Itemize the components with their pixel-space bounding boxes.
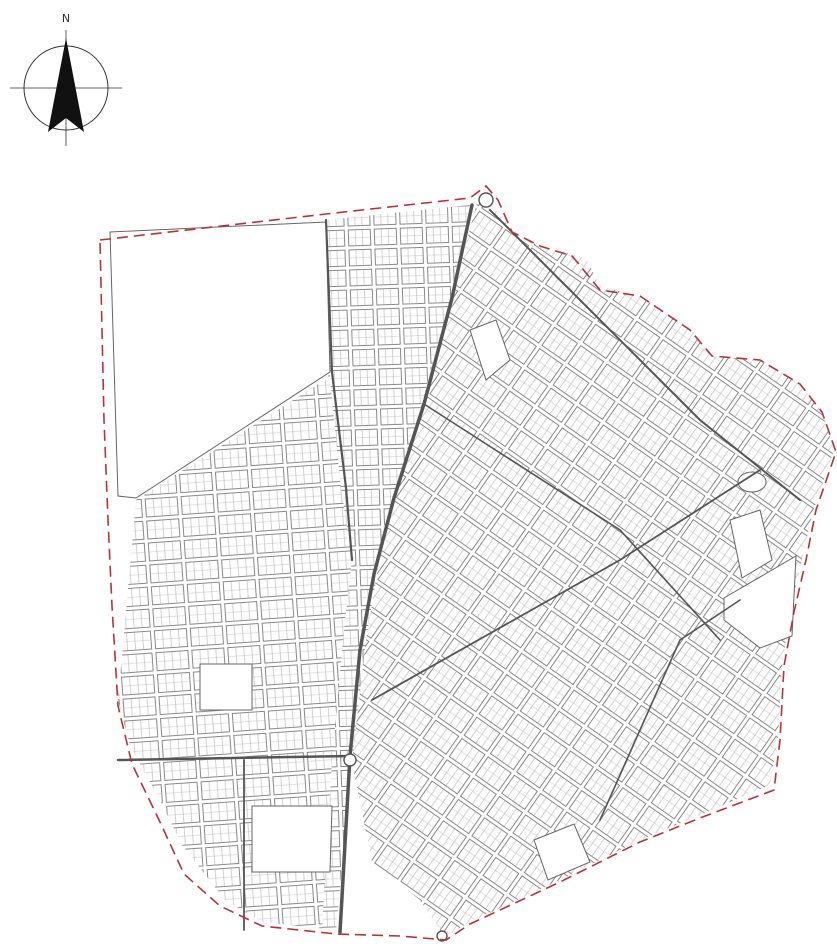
south-west-empty-plot (251, 805, 333, 873)
south-empty-plot (533, 823, 591, 881)
west-empty-plot (199, 663, 253, 711)
roundabout-plot (737, 471, 767, 493)
east-empty-plot (729, 509, 773, 579)
north-east-diagonal-street (489, 209, 801, 501)
east-cross-street (371, 469, 761, 701)
diagonal-main-avenue (338, 203, 474, 934)
north-tip-roundabout (478, 192, 494, 208)
open-plots (109, 221, 797, 881)
north-west-empty-lot (109, 221, 331, 499)
south-east-street (599, 599, 741, 821)
main-streets (116, 192, 801, 942)
north-label: N (62, 12, 70, 25)
south-roundabout (343, 753, 357, 767)
north-east-empty-plot (469, 319, 511, 381)
south-tip-roundabout (436, 930, 448, 942)
south-east-empty-plot (723, 555, 797, 649)
central-north-street (324, 218, 354, 562)
north-arrow: N (10, 12, 122, 146)
north-arrow-icon (48, 38, 84, 132)
south-cross-street (116, 754, 352, 762)
central-east-street (423, 403, 721, 641)
